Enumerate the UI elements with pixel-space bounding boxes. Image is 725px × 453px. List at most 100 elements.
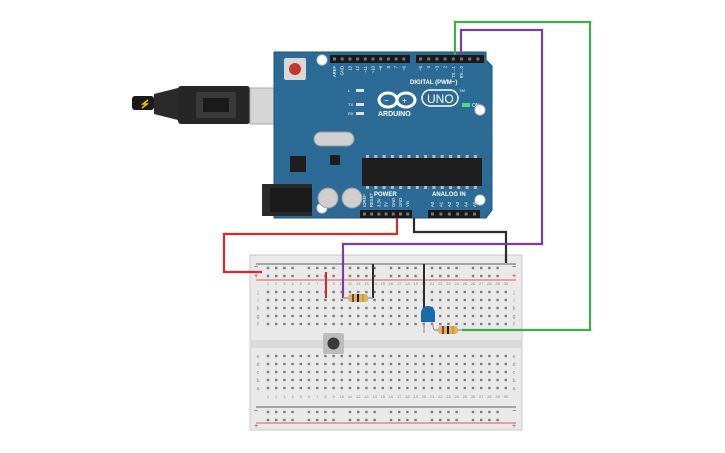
breadboard-hole[interactable] [283,410,286,414]
breadboard-hole[interactable] [389,306,393,310]
breadboard-hole[interactable] [348,306,352,310]
header-pin[interactable] [356,57,360,61]
breadboard-hole[interactable] [307,322,311,326]
breadboard-hole[interactable] [471,306,475,310]
breadboard-hole[interactable] [266,314,270,318]
breadboard-hole[interactable] [283,290,286,294]
breadboard-hole[interactable] [447,370,450,374]
breadboard-hole[interactable] [324,378,327,382]
breadboard-hole[interactable] [471,290,475,294]
breadboard-hole[interactable] [389,386,393,390]
breadboard-hole[interactable] [266,386,270,390]
breadboard-hole[interactable] [488,418,491,422]
breadboard-hole[interactable] [471,362,475,366]
header-pin[interactable] [363,212,366,216]
breadboard-hole[interactable] [496,378,499,382]
breadboard-hole[interactable] [291,370,294,374]
header-pin[interactable] [371,57,375,61]
breadboard-hole[interactable] [422,378,425,382]
header-pin[interactable] [384,212,388,216]
breadboard-hole[interactable] [439,418,442,422]
breadboard-hole[interactable] [406,322,409,326]
breadboard-hole[interactable] [414,378,417,382]
breadboard-hole[interactable] [463,306,466,310]
breadboard-hole[interactable] [348,370,352,374]
breadboard-hole[interactable] [357,370,360,374]
breadboard-hole[interactable] [504,314,507,318]
breadboard-hole[interactable] [504,386,507,390]
breadboard-hole[interactable] [307,290,311,294]
breadboard-hole[interactable] [430,386,434,390]
breadboard-hole[interactable] [447,410,450,414]
breadboard-hole[interactable] [324,322,327,326]
breadboard-hole[interactable] [373,274,376,278]
breadboard-hole[interactable] [381,354,384,358]
breadboard-hole[interactable] [381,306,384,310]
breadboard-hole[interactable] [430,410,434,414]
header-pin[interactable] [394,57,398,61]
breadboard-hole[interactable] [463,386,466,390]
breadboard-hole[interactable] [463,370,466,374]
breadboard-hole[interactable] [496,298,499,302]
breadboard-hole[interactable] [307,354,311,358]
breadboard-hole[interactable] [389,354,393,358]
breadboard-hole[interactable] [496,266,499,270]
breadboard-hole[interactable] [283,386,286,390]
breadboard-hole[interactable] [496,354,499,358]
breadboard-hole[interactable] [471,378,475,382]
breadboard-hole[interactable] [291,386,294,390]
breadboard-hole[interactable] [463,378,466,382]
breadboard-hole[interactable] [414,314,417,318]
breadboard-hole[interactable] [463,322,466,326]
breadboard-hole[interactable] [439,306,442,310]
breadboard-holes[interactable] [266,266,507,422]
breadboard-hole[interactable] [291,362,294,366]
breadboard-hole[interactable] [324,354,327,358]
header-pin[interactable] [443,57,447,61]
breadboard-hole[interactable] [439,378,442,382]
breadboard-hole[interactable] [348,362,352,366]
breadboard-hole[interactable] [365,362,368,366]
breadboard-hole[interactable] [275,362,278,366]
breadboard-hole[interactable] [389,314,393,318]
resistor-2[interactable] [434,326,462,334]
breadboard-hole[interactable] [398,418,401,422]
breadboard-hole[interactable] [316,378,319,382]
breadboard-hole[interactable] [389,290,393,294]
breadboard-hole[interactable] [291,378,294,382]
breadboard-hole[interactable] [316,322,319,326]
breadboard-hole[interactable] [398,378,401,382]
header-pin[interactable] [348,57,352,61]
breadboard-hole[interactable] [430,418,434,422]
breadboard-hole[interactable] [504,354,507,358]
header-pin[interactable] [473,212,476,216]
breadboard-hole[interactable] [275,290,278,294]
breadboard-hole[interactable] [348,418,352,422]
breadboard-hole[interactable] [430,274,434,278]
breadboard-hole[interactable] [291,354,294,358]
breadboard-hole[interactable] [455,274,458,278]
breadboard-hole[interactable] [455,370,458,374]
breadboard-hole[interactable] [455,314,458,318]
breadboard-hole[interactable] [480,378,483,382]
breadboard-hole[interactable] [266,362,270,366]
breadboard-hole[interactable] [324,370,327,374]
breadboard-hole[interactable] [439,274,442,278]
breadboard-hole[interactable] [332,410,335,414]
breadboard-hole[interactable] [266,290,270,294]
breadboard-hole[interactable] [266,410,270,414]
breadboard-hole[interactable] [373,354,376,358]
breadboard-hole[interactable] [340,354,343,358]
breadboard-hole[interactable] [332,362,335,366]
breadboard-hole[interactable] [430,298,434,302]
breadboard-hole[interactable] [463,354,466,358]
breadboard-hole[interactable] [430,370,434,374]
breadboard-hole[interactable] [504,322,507,326]
breadboard-hole[interactable] [299,362,302,366]
analog-header[interactable] [428,210,480,218]
breadboard-hole[interactable] [414,418,417,422]
header-pin[interactable] [468,57,472,61]
breadboard-hole[interactable] [357,322,360,326]
breadboard-hole[interactable] [275,418,278,422]
header-pin[interactable] [391,212,395,216]
